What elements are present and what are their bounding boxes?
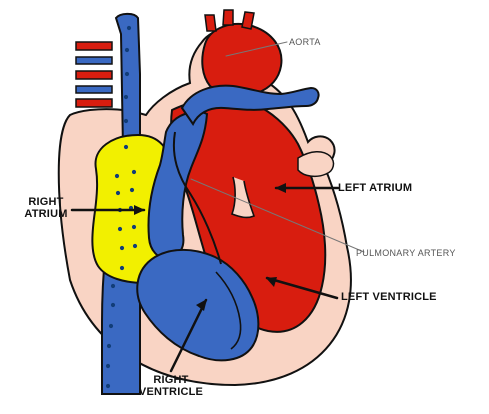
left-ventricle-arrowhead (266, 277, 277, 287)
left-vessel-4 (75, 85, 113, 94)
aortic-arch (201, 23, 283, 97)
aorta-branch-3 (241, 11, 255, 30)
left-vessel-3 (75, 70, 113, 80)
valve-outline (230, 176, 256, 219)
right-ventricle-label: RIGHT VENTRICLE (137, 374, 205, 398)
left-ventricle-label: LEFT VENTRICLE (341, 291, 437, 303)
right-atrium-label-line-2: ATRIUM (24, 208, 68, 221)
left-vessel-1 (75, 41, 113, 51)
annotation-lines (70, 41, 365, 373)
septum-line (172, 131, 222, 265)
right-ventricle-label-line-1: RIGHT (153, 374, 189, 386)
pulmonary-artery-pointer-line (190, 178, 365, 253)
aorta-branch-2 (222, 9, 234, 26)
pulmonary-artery-label: PULMONARY ARTERY (356, 248, 456, 258)
right-atrium-label-line-1: RIGHT (28, 196, 64, 208)
left-vessel-2 (75, 56, 113, 65)
left-ventricle-pointer-line (265, 276, 339, 300)
left-atrium-arrowhead (275, 183, 286, 193)
left-atrium-label: LEFT ATRIUM (338, 182, 413, 194)
aorta-branch-1 (204, 14, 217, 32)
right-ventricle-arrowhead (196, 299, 207, 311)
aorta-pointer-line (225, 41, 288, 57)
left-vessel-5 (75, 98, 113, 108)
left-atrium-tip (297, 151, 335, 178)
right-ventricle-pointer-line (169, 298, 208, 373)
right-atrium-label: RIGHT ATRIUM (22, 196, 70, 220)
ventricle-wall-line (215, 271, 242, 350)
right-ventricle-label-line-2: VENTRICLE (138, 386, 204, 399)
right-atrium-arrowhead (134, 205, 145, 215)
pulmonary-trunk (147, 110, 209, 260)
aorta-label: AORTA (289, 37, 321, 47)
pulmonary-arch (180, 84, 320, 126)
annotation-arrowheads (134, 183, 286, 311)
